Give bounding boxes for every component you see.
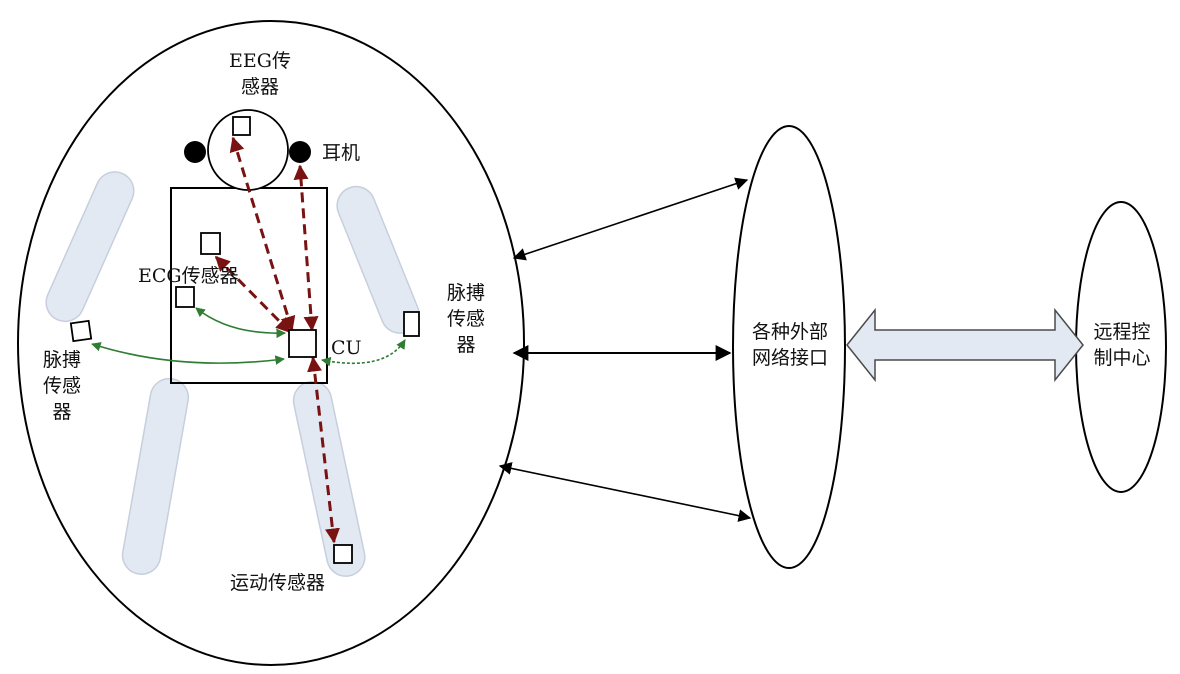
motion-sensor-label: 运动传感器	[230, 572, 326, 594]
network-interface-ellipse	[732, 125, 846, 569]
left-arm	[45, 171, 135, 323]
earphone-left-icon	[184, 141, 206, 163]
ecg-sensor-label: ECG传感器	[138, 265, 239, 287]
cu-node	[288, 329, 317, 358]
right-pulse-label-line3: 器	[456, 334, 476, 356]
link-network-remote-block-arrow	[846, 307, 1084, 383]
network-interface-label: 各种外部 网络接口	[744, 319, 836, 371]
wireless-cu-left-pulse	[91, 342, 285, 365]
right-pulse-label-line2: 传感	[446, 308, 485, 330]
link-body-network-top	[512, 177, 749, 261]
cu-label: CU	[331, 337, 362, 359]
left-pulse-label-line2: 传感	[42, 375, 81, 397]
right-pulse-sensor-label: 脉搏 传感 器	[440, 280, 492, 358]
body-area-boundary	[17, 20, 525, 666]
wireless-cu-right-pulse	[321, 339, 406, 367]
ecg-sensor-node	[200, 232, 221, 255]
remote-label-line1: 远程控	[1093, 321, 1151, 343]
earphone-label: 耳机	[322, 142, 361, 164]
network-label-line2: 网络接口	[751, 347, 828, 369]
eeg-sensor-node	[232, 116, 251, 136]
right-pulse-sensor-node	[403, 311, 420, 337]
left-pulse-sensor-node	[69, 319, 93, 343]
eeg-sensor-label-line2: 感器	[240, 76, 279, 98]
right-pulse-label-line1: 脉搏	[446, 282, 485, 304]
earphone-right-icon	[289, 141, 311, 163]
left-pulse-label-line1: 脉搏	[42, 349, 81, 371]
left-pulse-label-line3: 器	[52, 401, 72, 423]
remote-label-line2: 制中心	[1093, 347, 1151, 369]
right-leg	[292, 380, 366, 577]
link-cu-earphone	[293, 164, 319, 332]
left-leg	[121, 377, 190, 575]
eeg-sensor-label: EEG传 感器	[220, 48, 300, 100]
link-body-network-bottom	[498, 462, 752, 522]
network-label-line1: 各种外部	[751, 321, 828, 343]
left-pulse-sensor-label: 脉搏 传感 器	[36, 347, 88, 425]
remote-control-center-label: 远程控 制中心	[1086, 319, 1158, 371]
chest-sensor-node	[175, 286, 195, 308]
motion-sensor-node	[333, 544, 353, 564]
wireless-cu-chest-sensor	[195, 307, 286, 339]
eeg-sensor-label-line1: EEG传	[229, 50, 291, 72]
